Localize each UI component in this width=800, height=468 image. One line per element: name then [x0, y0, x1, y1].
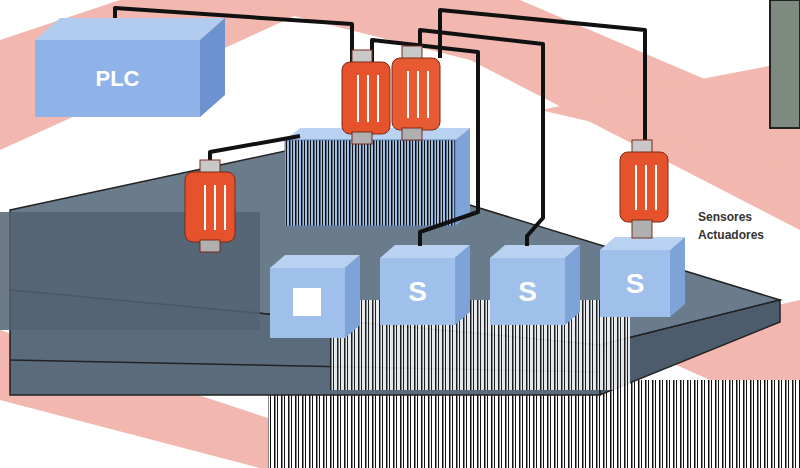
actuator-cube	[270, 255, 360, 338]
bus-connectors	[185, 46, 668, 252]
node-label: S	[408, 276, 427, 308]
plc-box: PLC	[35, 40, 200, 117]
node-label: PLC	[96, 66, 140, 92]
node-label: S	[626, 268, 645, 300]
sensor-box: S	[490, 258, 565, 325]
side-label: Actuadores	[698, 228, 764, 242]
sensor-box: S	[380, 258, 455, 325]
side-label: Sensores	[698, 210, 752, 224]
node-label: S	[518, 276, 537, 308]
plc-cube	[35, 18, 225, 117]
photo-fragment	[770, 0, 800, 128]
sensor-box: S	[600, 250, 670, 317]
sensor-cubes	[380, 237, 685, 325]
cables	[115, 8, 645, 246]
